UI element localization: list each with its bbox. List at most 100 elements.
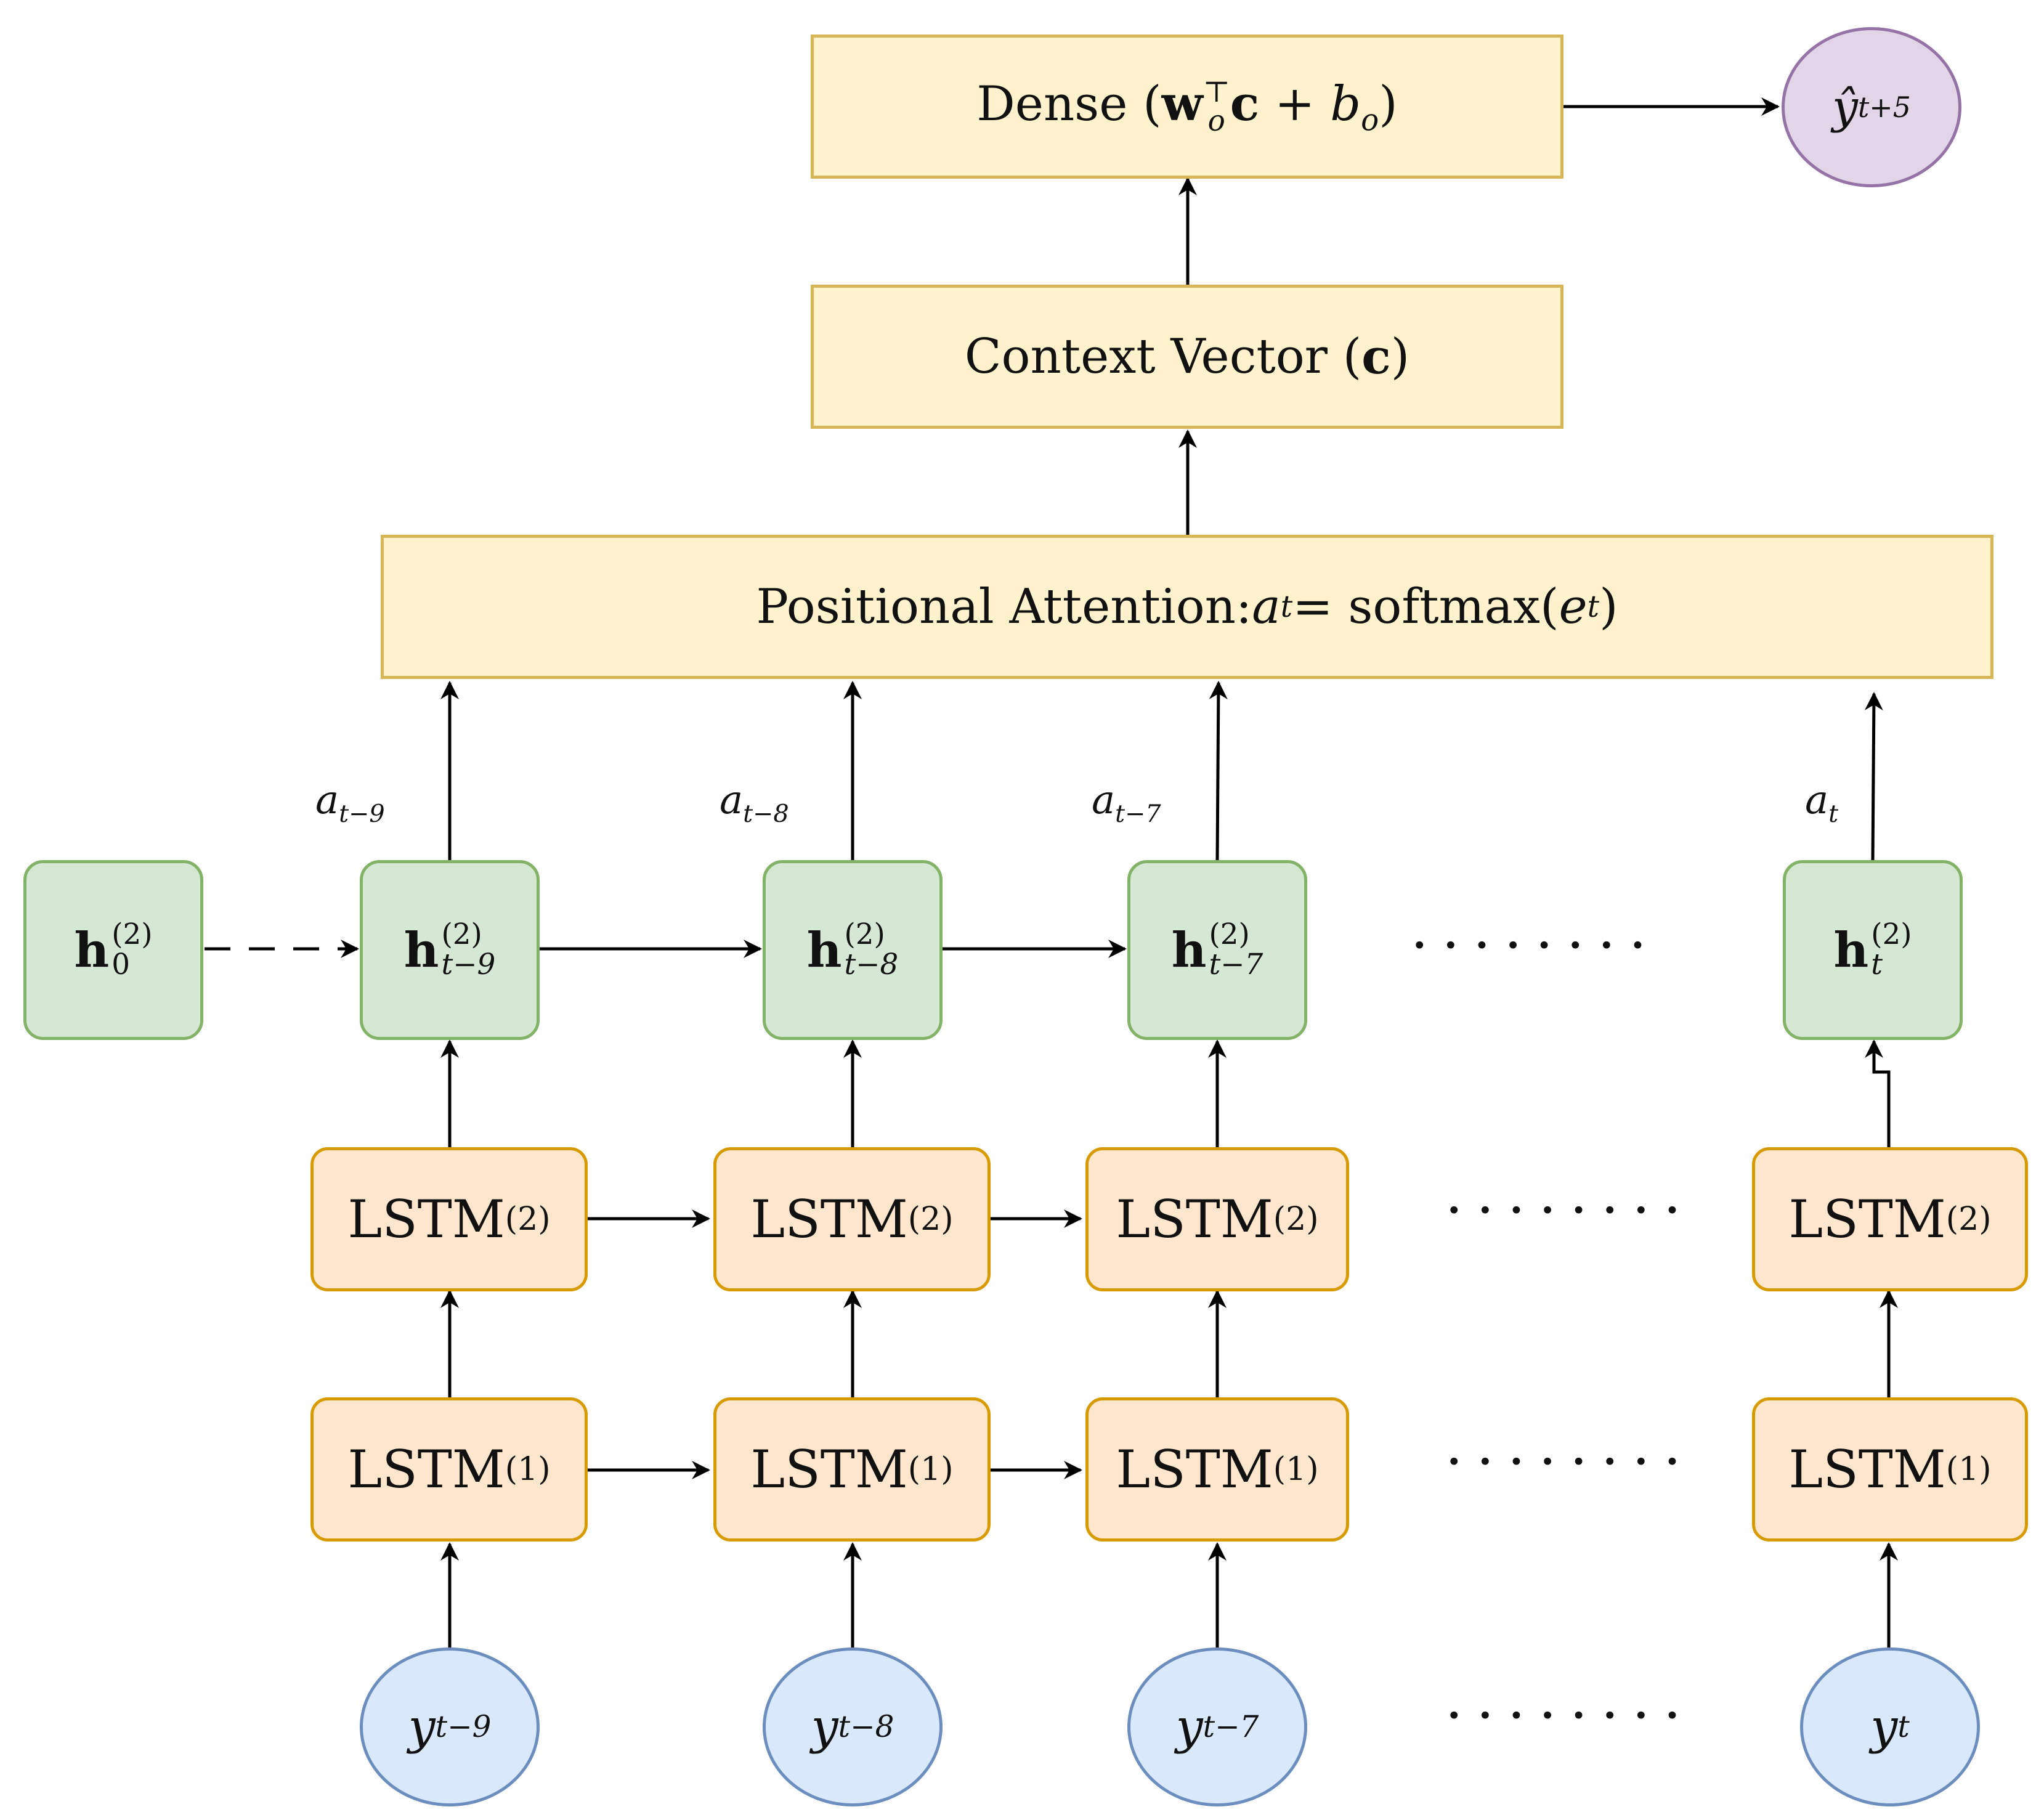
hidden-state-node: h(2)t bbox=[1783, 860, 1963, 1040]
hidden-state-initial: h(2)0 bbox=[23, 860, 203, 1040]
ellipsis-lstm2-row: ········ bbox=[1445, 1178, 1695, 1243]
dense-suffix: ) bbox=[1379, 76, 1398, 132]
weight-base: a bbox=[315, 778, 339, 823]
lstm-sup: (1) bbox=[1945, 1451, 1992, 1488]
dense-plus: + bbox=[1259, 76, 1331, 132]
lstm-sup: (1) bbox=[1273, 1451, 1319, 1488]
hidden-state-node: h(2)t−7 bbox=[1127, 860, 1307, 1040]
hidden-symbol: h(2)0 bbox=[74, 917, 153, 981]
lstm-sup: (2) bbox=[1273, 1201, 1319, 1238]
lstm-base: LSTM bbox=[1116, 1439, 1273, 1500]
attention-suffix: ) bbox=[1599, 579, 1618, 635]
lstm-base: LSTM bbox=[1116, 1189, 1273, 1249]
ellipsis-input-row: ········ bbox=[1445, 1683, 1695, 1748]
weight-sub: t−7 bbox=[1115, 799, 1161, 828]
hidden-symbol: h(2)t−7 bbox=[1171, 917, 1263, 981]
hidden-sub: t−7 bbox=[1209, 948, 1263, 981]
hidden-sub: t bbox=[1871, 948, 1883, 981]
ellipsis-hidden-row: ········ bbox=[1411, 913, 1660, 978]
dense-w-sub: o bbox=[1207, 105, 1225, 139]
hidden-sub: 0 bbox=[112, 948, 130, 981]
weight-base: a bbox=[1092, 778, 1116, 823]
input-base: y bbox=[408, 1699, 436, 1755]
hidden-scripts: (2)t−9 bbox=[441, 917, 496, 981]
lstm-sup: (1) bbox=[907, 1451, 954, 1488]
attention-eq: = softmax( bbox=[1292, 579, 1559, 635]
input-sub: t−8 bbox=[838, 1710, 894, 1744]
lstm-layer1-cell: LSTM(1) bbox=[713, 1397, 991, 1542]
hidden-base: h bbox=[806, 922, 842, 978]
hidden-symbol: h(2)t bbox=[1833, 917, 1912, 981]
lstm-layer1-cell: LSTM(1) bbox=[1752, 1397, 2028, 1542]
lstm-layer2-cell: LSTM(2) bbox=[310, 1147, 588, 1291]
hidden-sub: t−9 bbox=[441, 948, 496, 981]
attention-a-sub: t bbox=[1280, 590, 1293, 624]
weight-sub: t bbox=[1828, 799, 1839, 828]
lstm-base: LSTM bbox=[347, 1189, 505, 1249]
dense-w-sup: ⊤ bbox=[1202, 76, 1230, 110]
hidden-sup: (2) bbox=[1871, 917, 1912, 951]
lstm-base: LSTM bbox=[750, 1189, 908, 1249]
hidden-sup: (2) bbox=[112, 917, 153, 951]
attention-e-sub: t bbox=[1587, 590, 1600, 624]
dense-w: w bbox=[1161, 75, 1203, 132]
input-base: y bbox=[1175, 1699, 1203, 1755]
attention-a: a bbox=[1252, 579, 1281, 635]
hidden-state-node: h(2)t−8 bbox=[763, 860, 943, 1040]
lstm-layer2-cell: LSTM(2) bbox=[1752, 1147, 2028, 1291]
lstm-layer2-cell: LSTM(2) bbox=[1085, 1147, 1349, 1291]
attention-weight-label: at−8 bbox=[720, 778, 789, 828]
hidden-sup: (2) bbox=[1209, 917, 1250, 951]
context-vector-box: Context Vector (c) bbox=[811, 285, 1563, 429]
dense-b-sub: o bbox=[1361, 103, 1379, 138]
hidden-base: h bbox=[1171, 922, 1207, 978]
hidden-scripts: (2)t bbox=[1871, 917, 1912, 981]
dense-w-scripts: ⊤o bbox=[1203, 78, 1230, 136]
weight-base: a bbox=[720, 778, 744, 823]
arrow-hidden-3-to-attention bbox=[1209, 681, 1228, 861]
input-sub: t−7 bbox=[1202, 1710, 1259, 1744]
hidden-scripts: (2)0 bbox=[112, 917, 153, 981]
lstm-base: LSTM bbox=[1788, 1439, 1946, 1500]
attention-weight-label: at−9 bbox=[315, 778, 385, 828]
hidden-sup: (2) bbox=[844, 917, 885, 951]
lstm-sup: (2) bbox=[907, 1201, 954, 1238]
hidden-scripts: (2)t−8 bbox=[844, 917, 898, 980]
input-sub: t bbox=[1897, 1710, 1910, 1744]
context-prefix: Context Vector ( bbox=[964, 329, 1362, 384]
hidden-base: h bbox=[1833, 922, 1869, 978]
attention-prefix: Positional Attention: bbox=[756, 579, 1252, 635]
output-base: ŷ bbox=[1832, 81, 1858, 134]
hidden-base: h bbox=[404, 922, 439, 978]
context-c: c bbox=[1361, 328, 1391, 385]
lstm-layer1-cell: LSTM(1) bbox=[310, 1397, 588, 1542]
attention-weight-label: at−7 bbox=[1092, 778, 1161, 828]
hidden-scripts: (2)t−7 bbox=[1209, 917, 1263, 981]
lstm-base: LSTM bbox=[1788, 1189, 1946, 1249]
hidden-symbol: h(2)t−8 bbox=[806, 917, 899, 980]
arrow-lstm2-4-to-hidden-4 bbox=[1865, 1039, 1891, 1147]
attention-e: e bbox=[1559, 579, 1588, 635]
lstm-base: LSTM bbox=[750, 1439, 908, 1500]
arrow-hidden-4-to-attention bbox=[1864, 692, 1883, 861]
input-sub: t−9 bbox=[435, 1710, 492, 1744]
hidden-sup: (2) bbox=[441, 917, 482, 951]
lstm-layer2-cell: LSTM(2) bbox=[713, 1147, 991, 1291]
weight-base: a bbox=[1805, 778, 1829, 823]
lstm-sup: (2) bbox=[1945, 1201, 1992, 1238]
lstm-base: LSTM bbox=[347, 1439, 505, 1500]
input-base: y bbox=[1870, 1699, 1898, 1755]
lstm-sup: (1) bbox=[505, 1451, 551, 1488]
attention-weight-label: at bbox=[1805, 778, 1838, 828]
input-base: y bbox=[811, 1699, 838, 1755]
